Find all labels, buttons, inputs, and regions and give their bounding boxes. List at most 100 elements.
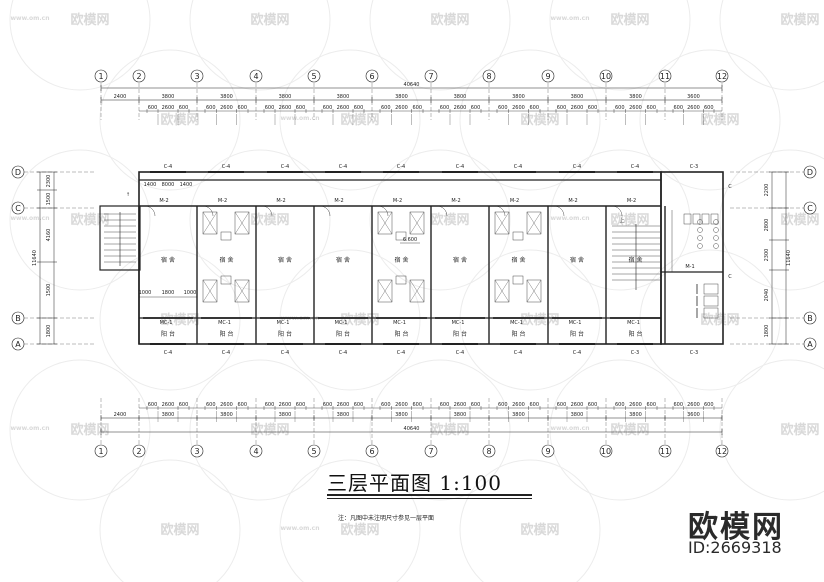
row-axis-label: C <box>807 204 813 213</box>
window-dimension-text: 2600 <box>279 402 292 408</box>
watermark-ring <box>189 149 331 291</box>
window-tag-south: C-4 <box>222 350 230 356</box>
watermark-brand: 欧模网 <box>340 312 379 328</box>
left-dimension-text: 1500 <box>46 284 52 297</box>
desk <box>512 275 524 285</box>
sink <box>713 235 719 241</box>
room-label: 宿 舍 <box>512 256 526 264</box>
left-dimension-text: 11640 <box>32 250 38 266</box>
door-swing <box>144 205 156 217</box>
toilet-stall-top <box>701 213 710 225</box>
watermark-brand: 欧模网 <box>160 312 199 328</box>
door-tag: M-2 <box>276 198 285 204</box>
bay-dimension-top-text: 3600 <box>687 94 700 100</box>
bay-dimension-top-text: 3800 <box>395 94 408 100</box>
window-dimension-text: 600 <box>381 105 391 111</box>
balcony-door-tag: MC-1 <box>569 320 582 326</box>
sink <box>697 227 703 233</box>
bunk-bed-cross <box>202 211 218 235</box>
bay-dimension-top-text: 3800 <box>220 94 233 100</box>
watermark-brand: 欧模网 <box>700 312 739 328</box>
watermark-brand: 欧模网 <box>780 422 819 438</box>
bunk-bed <box>526 279 542 303</box>
desk <box>395 275 407 285</box>
column-axis-bubble <box>132 444 146 458</box>
toilet-stall-top <box>692 213 701 225</box>
left-dimension-text: 1500 <box>46 193 52 206</box>
watermark-ring <box>99 249 241 391</box>
column-axis-bubble <box>94 444 108 458</box>
row-axis-label: D <box>807 168 813 177</box>
door-swing <box>611 205 623 217</box>
watermark-brand: 欧模网 <box>520 112 559 128</box>
bay-dimension-bottom-text: 2400 <box>114 412 127 418</box>
watermark-ring <box>639 49 781 191</box>
row-axis-label: C <box>15 204 21 213</box>
sink <box>697 235 703 241</box>
balcony-label: 阳 台 <box>453 330 467 338</box>
bunk-bed-cross <box>409 211 425 235</box>
door-swing <box>377 205 389 217</box>
window-dimension-text: 2600 <box>687 105 700 111</box>
bay-dimension-bottom-text: 3800 <box>279 412 292 418</box>
column-axis-bubble <box>715 444 729 458</box>
balcony-label: 阳 台 <box>278 330 292 338</box>
row-axis-label: A <box>15 340 21 349</box>
window-tag-south: C-4 <box>339 350 347 356</box>
right-dimension-text: 11640 <box>786 250 792 266</box>
watermark-ring <box>99 49 241 191</box>
window-dimension-text: 2600 <box>629 402 642 408</box>
column-axis-label: 9 <box>545 72 550 81</box>
watermark-ring <box>189 359 331 501</box>
window-dimension-text: 600 <box>148 105 158 111</box>
bunk-bed <box>494 279 510 303</box>
overall-dimension-top-text: 40640 <box>404 82 420 88</box>
balcony-label: 阳 台 <box>336 330 350 338</box>
bunk-bed-cross <box>234 211 250 235</box>
watermark-ring <box>9 149 151 291</box>
room-label: 宿 舍 <box>278 256 292 264</box>
elevation-mark: 6.600 <box>403 237 417 243</box>
bay-dimension-bottom-text: 3800 <box>337 412 350 418</box>
bay-dimension-top-text: 2400 <box>114 94 127 100</box>
window-tag-south: C-4 <box>573 350 581 356</box>
column-axis-label: 6 <box>369 447 374 456</box>
window-dimension-text: 600 <box>265 105 275 111</box>
watermark-brand: 欧模网 <box>610 12 649 28</box>
bay-dimension-bottom-text: 3800 <box>162 412 175 418</box>
right-dimension-text: 2300 <box>764 249 770 262</box>
watermark-url: www.om.cn <box>550 215 589 222</box>
window-dimension-text: 2600 <box>337 105 350 111</box>
title-underline <box>327 494 532 496</box>
bunk-bed <box>234 279 250 303</box>
window-dimension-text: 600 <box>588 105 598 111</box>
desk <box>220 231 232 241</box>
balcony-door-tag: MC-1 <box>160 320 173 326</box>
door-tag: M-2 <box>334 198 343 204</box>
bay-dimension-top-text: 3800 <box>454 94 467 100</box>
room-label: 宿 舍 <box>395 256 409 264</box>
window-dimension-text: 600 <box>673 105 683 111</box>
balcony-door-tag: MC-1 <box>393 320 406 326</box>
watermark-brand: 欧模网 <box>250 422 289 438</box>
window-dimension-text: 600 <box>646 105 656 111</box>
window-tag-south: C-4 <box>397 350 405 356</box>
left-stair-block <box>99 205 141 271</box>
model-id: ID:2669318 <box>688 538 782 557</box>
door-swing <box>261 205 273 217</box>
watermark-ring <box>549 359 691 501</box>
window-dimension-text: 2600 <box>395 105 408 111</box>
window-dimension-text: 600 <box>471 105 481 111</box>
room-label: 宿 舍 <box>570 256 584 264</box>
column-axis-label: 8 <box>486 72 491 81</box>
column-axis-label: 7 <box>428 447 433 456</box>
column-axis-bubble <box>715 69 729 83</box>
room-label: 宿 舍 <box>220 256 234 264</box>
watermark-ring <box>719 0 824 91</box>
window-tag-north: C-4 <box>397 164 405 170</box>
window-tag-north: C-4 <box>281 164 289 170</box>
column-axis-label: 12 <box>717 72 727 81</box>
watermark-ring <box>719 149 824 291</box>
